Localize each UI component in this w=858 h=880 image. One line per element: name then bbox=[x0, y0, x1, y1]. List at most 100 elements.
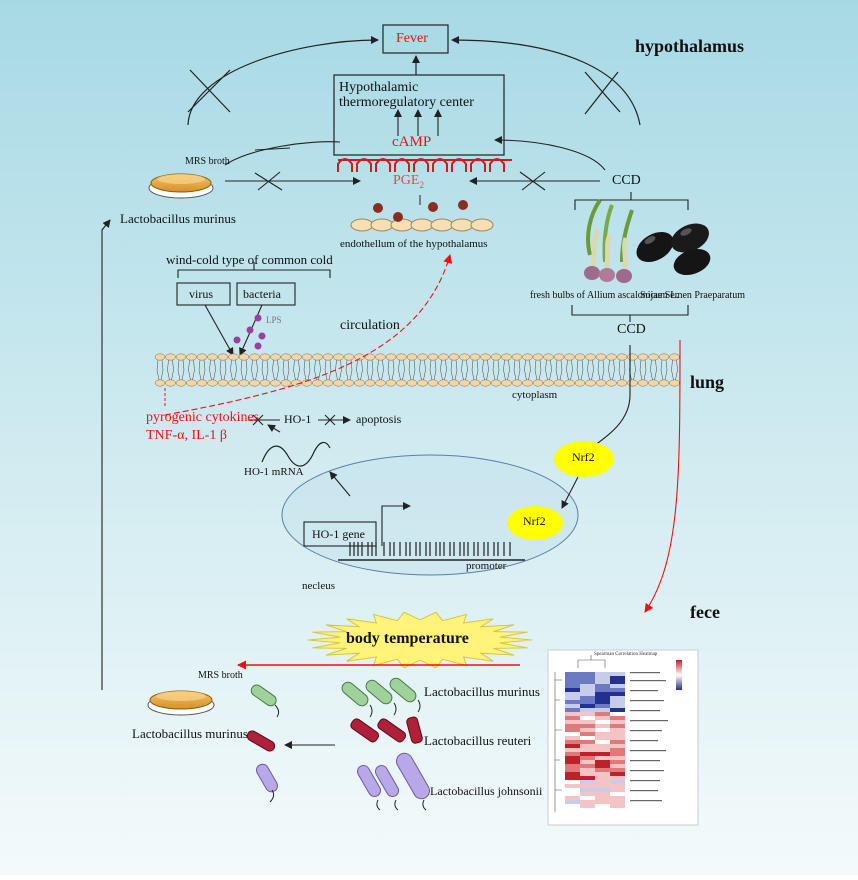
heatmap-cell bbox=[565, 760, 580, 764]
heatmap-cell bbox=[595, 716, 610, 720]
petri-dish-bottom bbox=[147, 690, 215, 716]
heatmap-cell bbox=[565, 800, 580, 804]
lipid-head-top bbox=[396, 353, 407, 361]
lipid-tail bbox=[198, 359, 206, 381]
lipid-head-top bbox=[469, 353, 481, 361]
lipid-tail bbox=[251, 359, 258, 381]
lps-label: LPS bbox=[266, 315, 282, 325]
heatmap-cell bbox=[565, 696, 580, 700]
lipid-head-top bbox=[312, 353, 323, 361]
heatmap-cell bbox=[595, 800, 610, 804]
species-reuteri-label: Lactobacillus reuteri bbox=[424, 733, 532, 748]
lipid-head-top bbox=[280, 353, 292, 361]
heatmap-cell bbox=[595, 748, 610, 752]
heatmap-cell bbox=[595, 772, 610, 776]
heatmap-cell bbox=[595, 712, 610, 716]
heatmap-cell bbox=[595, 804, 610, 808]
lipid-head-bottom bbox=[595, 379, 607, 387]
cytoplasm-label: cytoplasm bbox=[512, 389, 558, 401]
heatmap-cell bbox=[595, 780, 610, 784]
heatmap-cell bbox=[565, 676, 580, 680]
heatmap-cell bbox=[580, 716, 595, 720]
lipid-tail bbox=[419, 359, 426, 381]
heatmap-cell bbox=[580, 704, 595, 708]
heatmap-cell bbox=[595, 744, 610, 748]
lipid-head-bottom bbox=[637, 379, 649, 387]
endothelium-label: endothellum of the hypothalamus bbox=[340, 238, 488, 250]
endothelium-cells bbox=[350, 218, 494, 232]
pge-dot-1 bbox=[373, 203, 383, 213]
heatmap-title: Spearman Correlation Heatmap bbox=[594, 652, 658, 657]
heatmap-cell bbox=[610, 708, 625, 712]
center-label-line2: thermoregulatory center bbox=[339, 95, 474, 110]
heatmap-cell bbox=[610, 800, 625, 804]
heatmap-cell bbox=[610, 756, 625, 760]
heatmap-cell bbox=[565, 680, 580, 684]
lipid-head-bottom bbox=[532, 379, 544, 387]
endothelium-cell bbox=[350, 218, 374, 232]
heatmap-cell bbox=[595, 776, 610, 780]
lipid-head-bottom bbox=[627, 379, 638, 387]
heatmap-cell bbox=[595, 700, 610, 704]
heatmap-cell bbox=[565, 688, 580, 692]
lipid-head-bottom bbox=[606, 379, 617, 387]
pge-base: PGE bbox=[393, 173, 420, 188]
lipid-tail bbox=[492, 359, 500, 381]
lipid-head-bottom bbox=[196, 379, 208, 387]
heatmap-cell bbox=[565, 736, 580, 740]
lipid-head-top bbox=[291, 353, 302, 361]
heatmap-cell bbox=[610, 780, 625, 784]
heatmap-cell bbox=[595, 684, 610, 688]
lipid-tail bbox=[177, 359, 185, 381]
endothelium-cell bbox=[370, 218, 394, 232]
lipid-head-top bbox=[385, 353, 397, 361]
heatmap-cell bbox=[595, 708, 610, 712]
lipid-head-top bbox=[217, 353, 229, 361]
lipid-tail bbox=[566, 359, 573, 381]
lipid-head-top bbox=[501, 353, 512, 361]
heatmap-cell bbox=[610, 804, 625, 808]
heatmap-cell bbox=[580, 688, 595, 692]
lps-dot-1 bbox=[254, 314, 262, 322]
lipid-head-bottom bbox=[490, 379, 502, 387]
lipid-head-bottom bbox=[175, 379, 187, 387]
lipid-head-bottom bbox=[459, 379, 470, 387]
cytokine-to-endothelium-arrow bbox=[164, 254, 453, 416]
lipid-head-top bbox=[228, 353, 239, 361]
heatmap-cell bbox=[565, 764, 580, 768]
johnsonii-group bbox=[357, 752, 430, 811]
heatmap-cell bbox=[595, 760, 610, 764]
heatmap-cell bbox=[580, 740, 595, 744]
ho1-left-x-2 bbox=[252, 414, 264, 426]
nrf2-translocation-arrow bbox=[561, 476, 579, 509]
lipid-tail bbox=[230, 359, 237, 381]
lipid-tail bbox=[576, 359, 584, 381]
allium-label: fresh bulbs of Allium ascalonicum L. bbox=[530, 290, 679, 301]
lipid-head-bottom bbox=[585, 379, 596, 387]
lipid-head-bottom bbox=[280, 379, 292, 387]
lipid-head-bottom bbox=[543, 379, 554, 387]
heatmap-cell bbox=[595, 784, 610, 788]
lps-dot-5 bbox=[254, 342, 262, 350]
heatmap-cell bbox=[565, 704, 580, 708]
lipid-head-top bbox=[154, 353, 166, 361]
promoter-ticks bbox=[349, 542, 511, 556]
lipid-head-bottom bbox=[427, 379, 439, 387]
dish-arrow-cross-2 bbox=[257, 171, 281, 191]
heatmap-cell bbox=[565, 712, 580, 716]
lipid-head-bottom bbox=[165, 379, 176, 387]
heatmap-cell bbox=[610, 676, 625, 680]
nucleus-to-mrna-arrow bbox=[329, 471, 351, 497]
heatmap-cell bbox=[580, 696, 595, 700]
heatmap-cell bbox=[565, 684, 580, 688]
lipid-head-bottom bbox=[553, 379, 565, 387]
lipid-head-bottom bbox=[522, 379, 533, 387]
lipid-tail bbox=[272, 359, 279, 381]
heatmap-cell bbox=[580, 776, 595, 780]
ho1-label: HO-1 bbox=[284, 412, 312, 426]
heatmap-cell bbox=[580, 744, 595, 748]
heatmap-cell bbox=[595, 732, 610, 736]
lipid-head-bottom bbox=[669, 379, 680, 387]
heatmap-cell bbox=[580, 728, 595, 732]
